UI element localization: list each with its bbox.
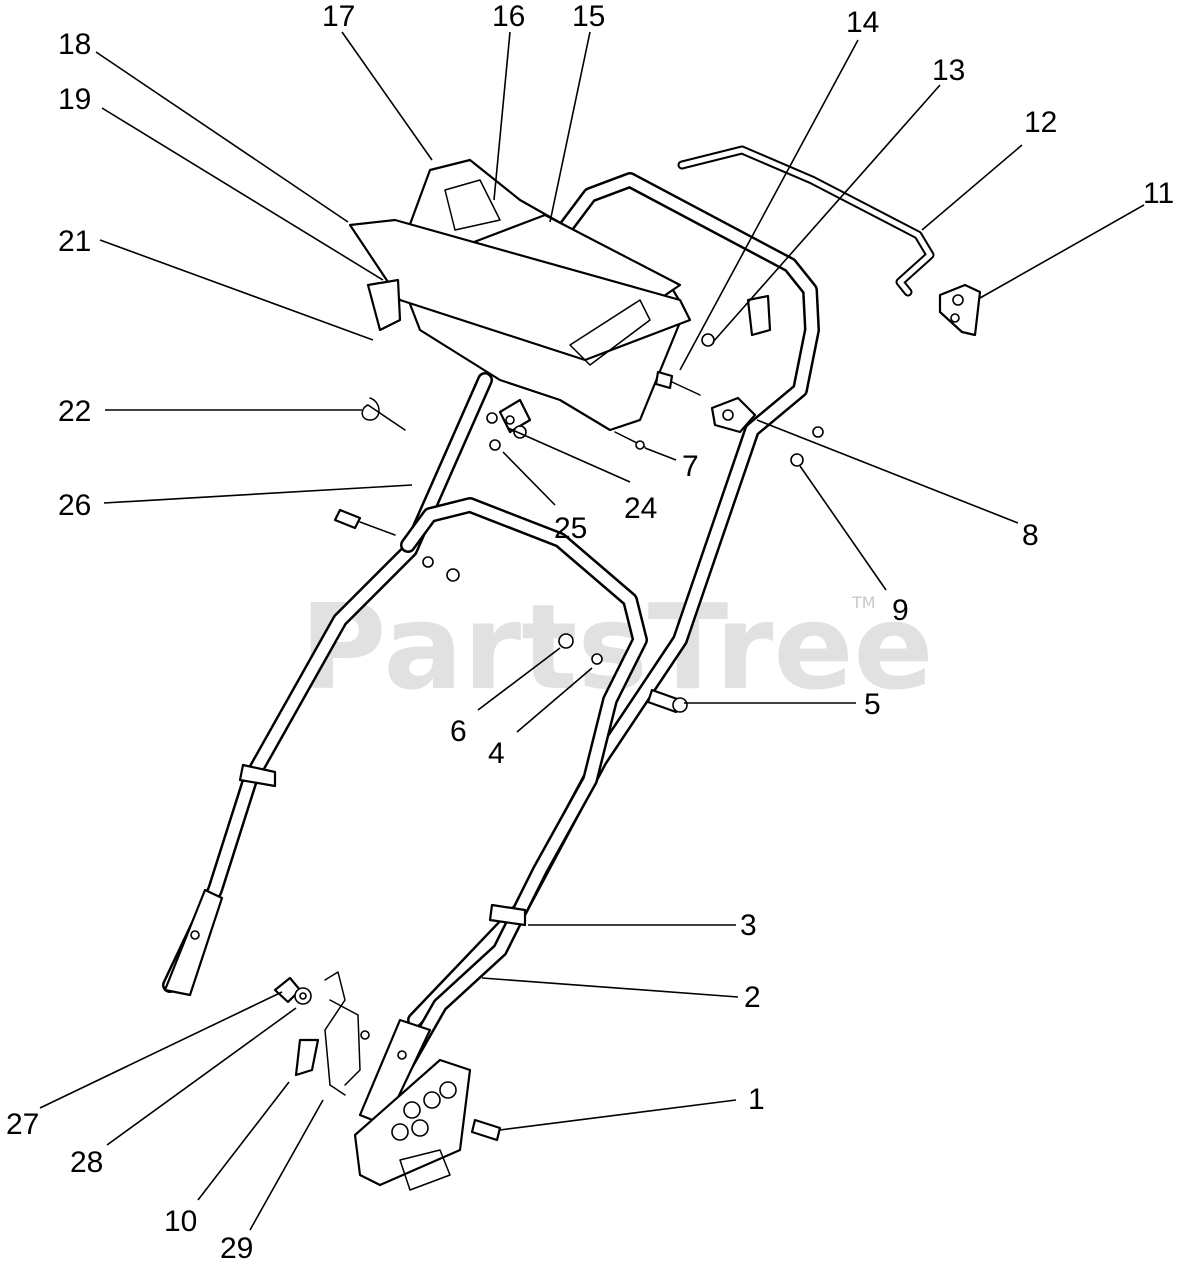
callout-5: 5: [864, 688, 881, 721]
leader-28: [106, 1007, 297, 1146]
leader-lines: [39, 31, 1145, 1231]
hardware: [238, 294, 824, 1142]
grass-bag: [348, 158, 692, 432]
leader-10: [197, 1081, 290, 1201]
callout-14: 14: [846, 6, 879, 39]
leader-7: [644, 447, 677, 461]
leader-11: [979, 204, 1145, 299]
callout-12: 12: [1024, 106, 1057, 139]
leader-12: [921, 144, 1023, 231]
callout-11: 11: [1143, 177, 1174, 210]
callout-17: 17: [322, 0, 355, 33]
leader-16: [493, 31, 511, 201]
left-handle-plate: [163, 888, 224, 997]
leader-29: [249, 1099, 324, 1231]
callout-10: 10: [164, 1205, 197, 1238]
leader-15: [549, 31, 591, 223]
leader-21: [99, 239, 374, 341]
leader-9: [799, 465, 887, 591]
leader-4: [516, 667, 593, 733]
callout-16: 16: [492, 0, 525, 33]
lower-handle: [162, 372, 648, 1118]
callout-28: 28: [70, 1146, 103, 1179]
leader-25: [502, 451, 556, 506]
callout-27: 27: [6, 1108, 39, 1141]
callout-21: 21: [58, 225, 91, 258]
callout-3: 3: [740, 909, 757, 942]
callout-15: 15: [572, 0, 605, 33]
leader-18: [95, 51, 349, 223]
callout-1: 1: [748, 1083, 765, 1116]
leader-27: [39, 991, 283, 1109]
rear-bail: [677, 145, 935, 297]
leader-24: [507, 427, 631, 483]
watermark-tm: TM: [851, 593, 876, 612]
callout-26: 26: [58, 489, 91, 522]
leader-14: [679, 39, 859, 371]
callout-25: 25: [554, 512, 587, 545]
callout-2: 2: [744, 981, 761, 1014]
callout-18: 18: [58, 28, 91, 61]
callout-labels: 1 2 3 4 5 6 7 8 9 10 11 12 13 14 15 16 1…: [6, 0, 1174, 1265]
callout-29: 29: [220, 1232, 253, 1265]
callout-24: 24: [624, 492, 657, 525]
leader-8: [756, 419, 1019, 524]
leader-2: [481, 977, 739, 998]
callout-8: 8: [1022, 519, 1039, 552]
callout-4: 4: [488, 737, 505, 770]
height-adjuster: [353, 1058, 472, 1191]
leader-19: [101, 107, 384, 281]
leader-6: [477, 647, 561, 711]
callout-19: 19: [58, 83, 91, 116]
leader-17: [341, 31, 433, 161]
callout-6: 6: [450, 715, 467, 748]
callout-7: 7: [682, 450, 699, 483]
callout-9: 9: [892, 594, 909, 627]
leader-1: [499, 1099, 737, 1131]
callout-22: 22: [58, 395, 91, 428]
leader-13: [712, 84, 941, 343]
bail-bracket: [938, 283, 982, 337]
callout-13: 13: [932, 54, 965, 87]
parts-artwork: [162, 145, 982, 1191]
leader-26: [103, 484, 413, 504]
